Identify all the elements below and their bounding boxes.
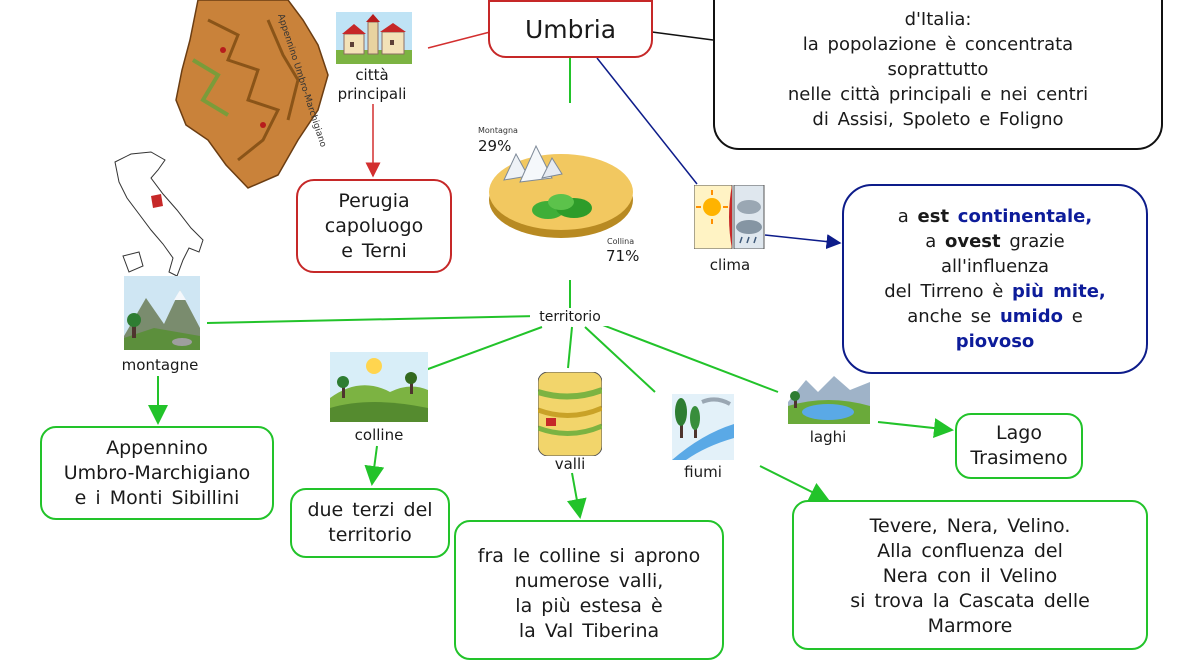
- territory-pie-chart: [489, 144, 633, 238]
- arrow-climate-box: [764, 234, 842, 250]
- hills-box-line: due terzi del: [307, 499, 433, 521]
- mountains-icon: [124, 276, 200, 350]
- valleys-box-line: la Val Tiberina: [518, 620, 660, 642]
- population-box: d'Italia: la popolazione è concentrata s…: [713, 0, 1163, 150]
- cities-box-line: capoluogo: [324, 214, 424, 237]
- mountains-box-line: e i Monti Sibillini: [74, 486, 240, 509]
- text: anche se: [907, 306, 992, 327]
- rivers-box-line: Tevere, Nera, Velino.: [869, 515, 1071, 537]
- mountain-slice: [503, 144, 563, 183]
- climate-line-2: a ovest grazie: [925, 229, 1065, 254]
- population-line: nelle città principali e nei centri: [787, 84, 1089, 105]
- mountains-label: montagne: [121, 356, 199, 374]
- text: a: [897, 206, 909, 227]
- lakes-box: Lago Trasimeno: [955, 413, 1083, 479]
- climate-icon: [694, 185, 765, 249]
- title-box: Umbria: [488, 0, 653, 58]
- lakes-box-line: Lago: [996, 422, 1042, 444]
- mountains-box-line: Appennino: [106, 436, 208, 459]
- valleys-icon: [538, 372, 602, 456]
- keyword: continentale,: [957, 206, 1093, 227]
- arrow-lakes-box: [877, 418, 954, 439]
- text: grazie: [1009, 231, 1065, 252]
- keyword: più mite,: [1012, 281, 1106, 302]
- cities-box-line: e Terni: [341, 239, 407, 262]
- climate-line-6: piovoso: [956, 329, 1035, 354]
- pie-mont-pct: 29%: [478, 137, 512, 155]
- page-title: Umbria: [524, 14, 617, 44]
- hills-label: colline: [354, 426, 404, 444]
- rivers-box-line: si trova la Cascata delle: [850, 590, 1090, 612]
- hills-icon: [330, 352, 428, 422]
- line-umbria-climate: [596, 57, 698, 185]
- mountains-box-line: Umbro-Marchigiano: [63, 461, 251, 484]
- keyword: piovoso: [955, 331, 1035, 352]
- population-line: di Assisi, Spoleto e Foligno: [812, 109, 1064, 130]
- rivers-icon: [672, 394, 734, 460]
- climate-box: a est continentale, a ovest grazie all'i…: [842, 184, 1148, 374]
- valleys-box-line: la più estesa è: [515, 595, 663, 617]
- arrow-valleys-box: [566, 472, 587, 519]
- cities-label: città principali: [322, 66, 422, 104]
- umbria-map-icon: Appennino Umbro-Marchigiano: [175, 0, 329, 189]
- valleys-box-line: fra le colline si aprono: [477, 545, 701, 567]
- line-territory-rivers: [584, 326, 656, 393]
- line-umbria-topbox: [651, 31, 714, 41]
- climate-line-4: del Tirreno è più mite,: [884, 279, 1106, 304]
- lakes-label: laghi: [809, 428, 847, 446]
- climate-line-1: a est continentale,: [898, 204, 1092, 229]
- rivers-box: Tevere, Nera, Velino. Alla confluenza de…: [792, 500, 1148, 650]
- italy-map-icon: [114, 151, 204, 293]
- hills-box: due terzi del territorio: [290, 488, 450, 558]
- keyword: umido: [999, 306, 1063, 327]
- rivers-box-line: Alla confluenza del: [877, 540, 1063, 562]
- pie-coll-label: Collina: [607, 237, 635, 246]
- valleys-label: valli: [554, 455, 586, 473]
- pie-coll-pct: 71%: [606, 247, 640, 265]
- cities-label-1: città: [355, 66, 389, 84]
- climate-line-5: anche se umido e: [907, 304, 1083, 329]
- line-territory-valleys: [567, 326, 573, 369]
- town-icon: [336, 12, 412, 64]
- territory-label: territorio: [530, 308, 610, 326]
- line-territory-mountains: [206, 315, 539, 324]
- rivers-box-line: Marmore: [927, 615, 1013, 637]
- line-territory-hills: [419, 326, 543, 373]
- pie-mont-label: Montagna: [478, 126, 518, 135]
- text: a: [925, 231, 937, 252]
- text-bold: est: [917, 206, 950, 227]
- lakes-icon: [788, 376, 870, 424]
- hill-slice: [532, 194, 592, 219]
- mountains-box: Appennino Umbro-Marchigiano e i Monti Si…: [40, 426, 274, 520]
- climate-label: clima: [709, 256, 751, 274]
- connector-lines: [148, 31, 954, 519]
- climate-line-3: all'influenza: [940, 256, 1050, 277]
- valleys-box: fra le colline si aprono numerose valli,…: [454, 520, 724, 660]
- hills-box-line: territorio: [328, 524, 412, 546]
- population-line: d'Italia:: [904, 9, 972, 30]
- line-territory-lakes: [599, 323, 779, 393]
- cities-label-2: principali: [337, 85, 407, 103]
- rivers-box-line: Nera con il Velino: [882, 565, 1058, 587]
- text: e: [1071, 306, 1083, 327]
- cities-box-line: Perugia: [338, 189, 410, 212]
- population-line: la popolazione è concentrata: [802, 34, 1074, 55]
- population-line: soprattutto: [887, 59, 989, 80]
- line-umbria-cities: [427, 31, 491, 49]
- arrow-rivers-box: [759, 465, 830, 501]
- rivers-label: fiumi: [684, 463, 722, 481]
- cities-box: Perugia capoluogo e Terni: [296, 179, 452, 273]
- valleys-box-line: numerose valli,: [514, 570, 664, 592]
- text-bold: ovest: [945, 231, 1001, 252]
- text: del Tirreno è: [884, 281, 1004, 302]
- lakes-box-line: Trasimeno: [970, 447, 1068, 469]
- arrow-hills-box: [364, 445, 385, 486]
